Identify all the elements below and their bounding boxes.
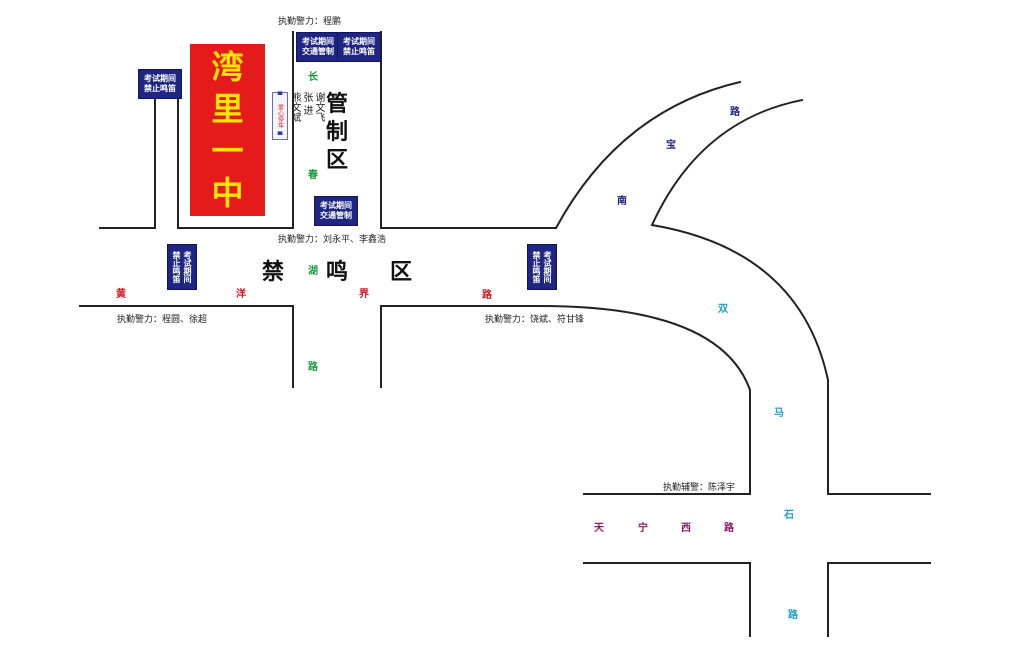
road-edge — [380, 31, 557, 229]
police-label-top: 执勤警力：程鹏 — [278, 17, 342, 27]
no-honk-sign-vertical: 考试期间 禁止鸣笛 — [167, 244, 197, 290]
road-label-shuangmashi: 石 — [784, 510, 794, 521]
car-icon: ▀ — [277, 92, 283, 99]
no-honk-sign: 考试期间禁止鸣笛 — [337, 32, 381, 62]
road-label-tianningxi: 西 — [681, 523, 691, 534]
no-honk-zone-char: 禁 — [262, 260, 285, 285]
control-zone-char: 区 — [326, 148, 349, 173]
officer-name: 谢文飞 — [313, 92, 324, 122]
road-label-nanbao: 路 — [730, 107, 740, 118]
road-label-nanbao: 宝 — [666, 140, 676, 151]
parking-sign: ▀ 爱心停车 ▀ — [272, 92, 288, 140]
no-honk-zone-char: 区 — [390, 260, 413, 285]
no-honk-sign: 考试期间禁止鸣笛 — [138, 69, 182, 99]
road-label-shuangmashi: 路 — [788, 610, 798, 621]
road-label-hujie: 路 — [482, 290, 492, 301]
road-edge — [380, 305, 751, 495]
officer-name: 张 进 — [301, 92, 312, 116]
officers-column: 谢文飞 张 进 熊文斌 — [288, 92, 324, 122]
road-label-tianningxi: 宁 — [638, 523, 648, 534]
road-label-huangyang: 洋 — [236, 289, 246, 300]
road-edge — [554, 80, 742, 230]
traffic-control-sign: 考试期间交通管制 — [314, 196, 358, 226]
police-label-aux: 执勤辅警：陈泽宇 — [663, 483, 736, 493]
traffic-control-sign: 考试期间交通管制 — [296, 32, 340, 62]
road-label-tianningxi: 天 — [594, 523, 604, 534]
road-edge — [583, 562, 751, 637]
car-icon: ▀ — [277, 132, 283, 139]
school-name-char: 一 — [211, 132, 244, 170]
road-edge — [650, 98, 931, 495]
road-label-changchun: 春 — [308, 170, 318, 181]
police-label-left: 执勤警力：程圆、徐超 — [117, 315, 208, 325]
police-label-middle: 执勤警力：刘永平、李鑫浩 — [278, 235, 387, 245]
control-zone-char: 制 — [326, 120, 349, 145]
officer-name: 熊文斌 — [289, 92, 300, 122]
school-name-char: 湾 — [211, 48, 244, 86]
road-label-hujie: 界 — [359, 289, 369, 300]
road-label-hujie: 路 — [308, 362, 318, 373]
road-edge — [79, 305, 294, 388]
road-label-nanbao: 南 — [617, 196, 627, 207]
road-edge — [827, 562, 931, 637]
school-block: 湾 里 一 中 — [190, 44, 265, 216]
road-label-huangyang: 黄 — [116, 289, 126, 300]
road-edge — [99, 99, 156, 229]
road-label-tianningxi: 路 — [724, 523, 734, 534]
control-zone-char: 管 — [326, 92, 349, 117]
road-edge — [177, 31, 294, 229]
school-name-char: 中 — [211, 174, 244, 212]
road-label-shuangmashi: 双 — [718, 304, 728, 315]
no-honk-sign-vertical: 考试期间 禁止鸣笛 — [527, 244, 557, 290]
parking-label: 爱心停车 — [276, 104, 284, 128]
road-label-shuangmashi: 马 — [774, 408, 784, 419]
police-label-right: 执勤警力：饶斌、符甘锋 — [485, 315, 585, 325]
no-honk-zone-char: 鸣 — [326, 260, 349, 285]
road-label-changchun: 长 — [308, 72, 318, 83]
road-label-hujie: 湖 — [308, 266, 318, 277]
school-name-char: 里 — [211, 90, 244, 128]
